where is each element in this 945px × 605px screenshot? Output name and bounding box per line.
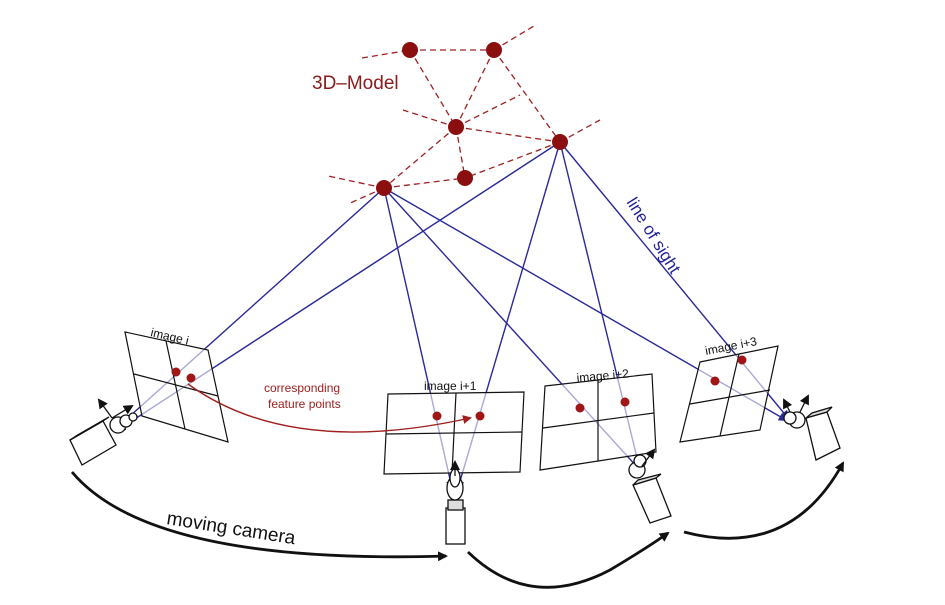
camera-4	[783, 394, 841, 461]
image-plane-i3	[679, 345, 779, 443]
corresponding-label-2: feature points	[268, 397, 341, 411]
image-label: image i+1	[424, 379, 477, 393]
model-label: 3D–Model	[312, 73, 399, 94]
model-points	[376, 42, 568, 196]
corresponding-label: corresponding	[264, 381, 340, 395]
line-of-sight-label: line of sight	[623, 194, 685, 277]
camera-3	[628, 448, 672, 524]
model-point	[552, 134, 568, 150]
model-edges	[327, 25, 601, 205]
motion-arrows	[70, 461, 845, 589]
correspondence-arrow	[187, 383, 472, 433]
feature-point	[186, 373, 196, 383]
feature-points	[171, 355, 747, 421]
feature-point	[620, 397, 630, 407]
model-point	[486, 42, 502, 58]
model-point	[448, 119, 464, 135]
feature-point	[737, 355, 747, 365]
image-label: image i+2	[576, 366, 630, 385]
camera-2	[445, 460, 466, 545]
image-plane-i	[124, 331, 229, 443]
model-point	[457, 170, 473, 186]
moving-camera-label: moving camera	[165, 508, 297, 549]
feature-point	[432, 411, 442, 421]
image-plane-i1	[383, 391, 525, 475]
feature-point	[171, 367, 181, 377]
feature-point	[575, 403, 585, 413]
feature-point	[475, 411, 485, 421]
feature-point	[710, 376, 720, 386]
camera-1	[69, 398, 138, 466]
model-point	[376, 180, 392, 196]
model-point	[402, 42, 418, 58]
